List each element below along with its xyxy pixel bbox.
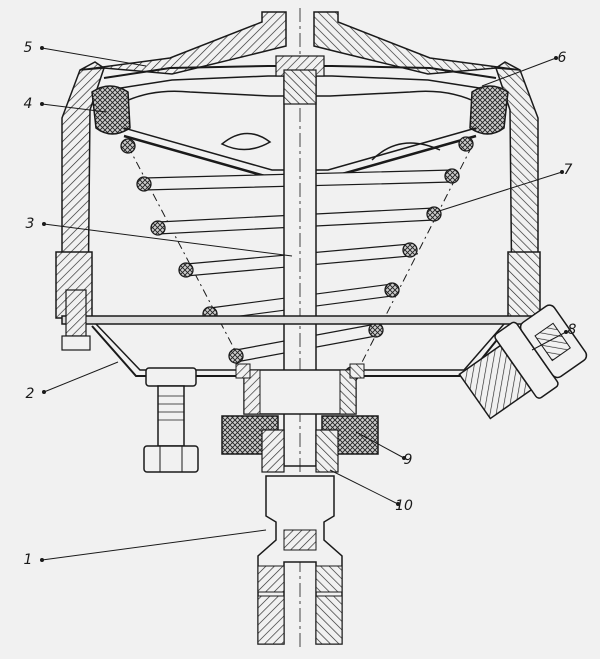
diaphragm-bead-right [469, 85, 509, 135]
upper-housing [55, 11, 541, 319]
leader-line-7 [435, 171, 563, 213]
spring-coil-section [402, 242, 418, 258]
leader-dot-3 [42, 222, 46, 226]
spring-coil-section [178, 262, 194, 278]
guide-bushing [235, 363, 365, 415]
leader-dot-9 [402, 456, 406, 460]
callout-layer: 1 2 3 4 5 6 7 8 9 10 [24, 40, 577, 568]
leader-line-2 [43, 361, 119, 393]
spring-coil-section [136, 176, 152, 192]
callout-label-10: 10 [395, 498, 413, 514]
spring-coil-section [150, 220, 166, 236]
callout-label-5: 5 [24, 40, 33, 56]
leader-dot-5 [40, 46, 44, 50]
air-inlet-fitting [458, 304, 588, 420]
mounting-stud [143, 367, 199, 473]
leader-line-4 [41, 103, 107, 113]
spring-coil-section [444, 168, 460, 184]
lock-nut [261, 429, 339, 473]
callout-label-8: 8 [568, 322, 577, 338]
callout-label-7: 7 [564, 162, 573, 178]
spring-coil-section [384, 282, 400, 298]
leader-line-6 [481, 57, 557, 87]
diaphragm-bead-left [91, 85, 131, 135]
leader-line-10 [329, 469, 399, 505]
spring-coil-section [120, 138, 136, 154]
spring-coil-section [368, 322, 384, 338]
leader-line-5 [41, 47, 147, 67]
leader-dot-4 [40, 102, 44, 106]
leader-dot-10 [396, 502, 400, 506]
leader-dot-6 [554, 56, 558, 60]
callout-label-9: 9 [404, 452, 413, 468]
leader-dot-1 [40, 558, 44, 562]
leader-line-9 [355, 431, 405, 459]
spring-coil-section [458, 136, 474, 152]
leader-line-1 [41, 529, 267, 561]
callout-label-6: 6 [558, 50, 567, 66]
leader-dot-7 [560, 170, 564, 174]
clevis-fork [257, 475, 343, 645]
callout-label-4: 4 [24, 96, 33, 112]
leader-dot-8 [564, 330, 568, 334]
spring-coil-section [426, 206, 442, 222]
callout-label-1: 1 [24, 552, 33, 568]
leader-line-8 [531, 331, 567, 351]
leader-line-3 [43, 223, 293, 257]
spring-coil-section [228, 348, 244, 364]
callout-label-2: 2 [26, 386, 35, 402]
callout-label-3: 3 [26, 216, 35, 232]
leader-dot-2 [42, 390, 46, 394]
